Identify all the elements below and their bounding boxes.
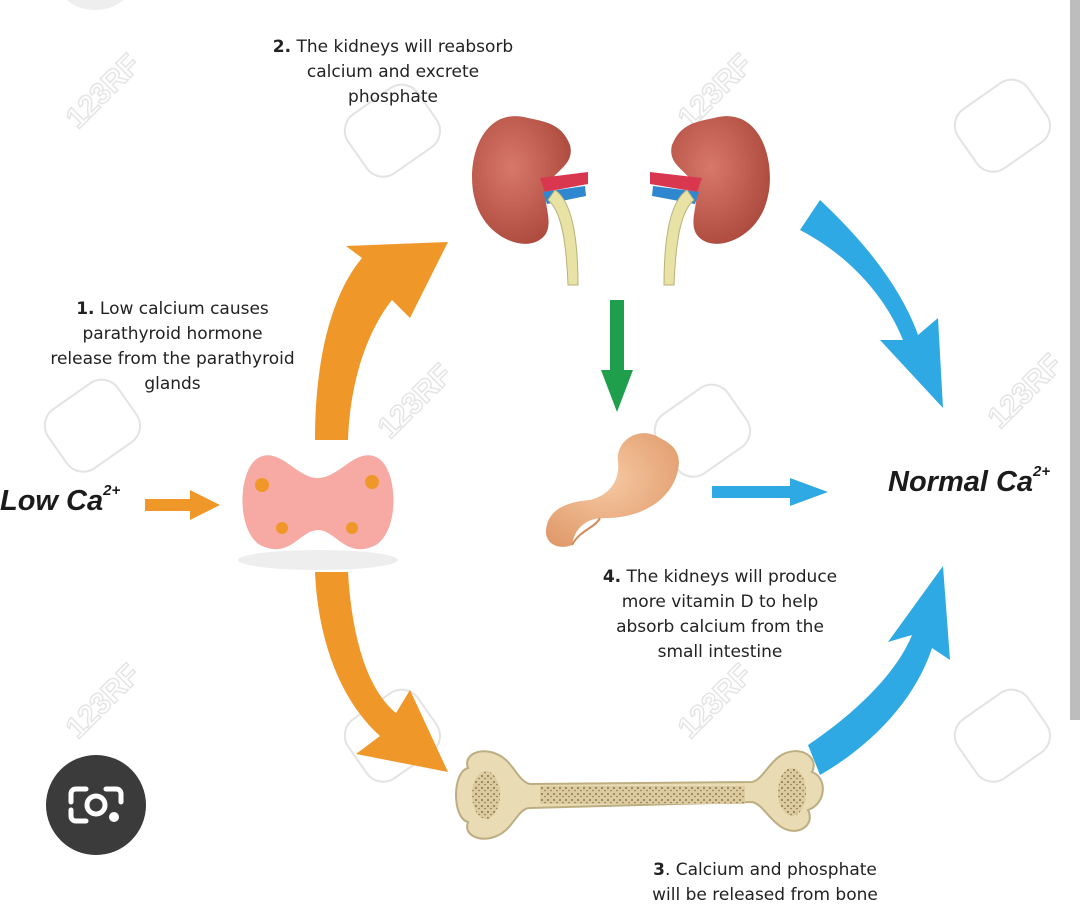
step-2-text: 2. The kidneys will reabsorb calcium and… <box>258 35 528 110</box>
watermark-text: 123RF <box>60 658 147 745</box>
stomach-illustration <box>545 433 679 547</box>
blue-arrow-down <box>800 200 943 408</box>
watermark-text: 123RF <box>372 358 459 445</box>
top-left-shape <box>60 0 130 10</box>
orange-arrow-down <box>315 572 448 772</box>
stomach-to-normal-arrow <box>712 478 828 506</box>
step-1-line-2: parathyroid hormone <box>82 324 263 344</box>
low-calcium-label: Low Ca2+ <box>0 482 121 518</box>
step-3-line-1: Calcium and phosphate <box>675 860 877 880</box>
blue-arrow-up <box>808 566 950 775</box>
step-1-line-3: release from the parathyroid <box>50 349 295 369</box>
step-3-number: 3 <box>653 860 665 880</box>
step-3-text: 3. Calcium and phosphate will be release… <box>620 858 910 908</box>
camera-lens-icon <box>68 786 124 824</box>
watermark-text: 123RF <box>60 48 147 135</box>
step-2-line-1: The kidneys will reabsorb <box>296 37 514 57</box>
step-4-line-3: absorb calcium from the <box>616 617 824 637</box>
step-1-number: 1. <box>76 299 95 319</box>
watermark-text: 123RF <box>672 658 759 745</box>
step-1-line-1: Low calcium causes <box>99 299 269 319</box>
normal-ca-charge: 2+ <box>1033 463 1051 481</box>
step-4-line-1: The kidneys will produce <box>626 567 838 587</box>
normal-ca-text: Normal Ca <box>888 466 1034 498</box>
step-2-line-3: phosphate <box>348 87 438 107</box>
step-4-line-2: more vitamin D to help <box>621 592 819 612</box>
thyroid-illustration <box>238 455 398 570</box>
low-ca-text: Low Ca <box>0 485 104 517</box>
step-1-text: 1. Low calcium causes parathyroid hormon… <box>30 297 315 397</box>
bone-illustration <box>455 750 824 840</box>
kidneys-illustration <box>472 116 770 286</box>
step-2-number: 2. <box>272 37 292 57</box>
google-lens-button[interactable] <box>46 755 146 855</box>
step-4-text: 4. The kidneys will produce more vitamin… <box>585 565 855 665</box>
step-4-number: 4. <box>602 567 622 587</box>
step-2-line-2: calcium and excrete <box>306 62 480 82</box>
watermark-text: 123RF <box>982 348 1069 435</box>
low-ca-charge: 2+ <box>103 482 121 500</box>
step-1-line-4: glands <box>144 374 201 394</box>
orange-arrow-up <box>315 242 448 440</box>
step-3-line-2: will be released from bone <box>652 885 878 905</box>
low-ca-arrow <box>145 490 220 520</box>
kidney-to-stomach-arrow <box>601 300 633 412</box>
step-4-line-4: small intestine <box>657 642 783 662</box>
normal-calcium-label: Normal Ca2+ <box>888 463 1051 499</box>
scrollbar[interactable] <box>1070 0 1080 720</box>
